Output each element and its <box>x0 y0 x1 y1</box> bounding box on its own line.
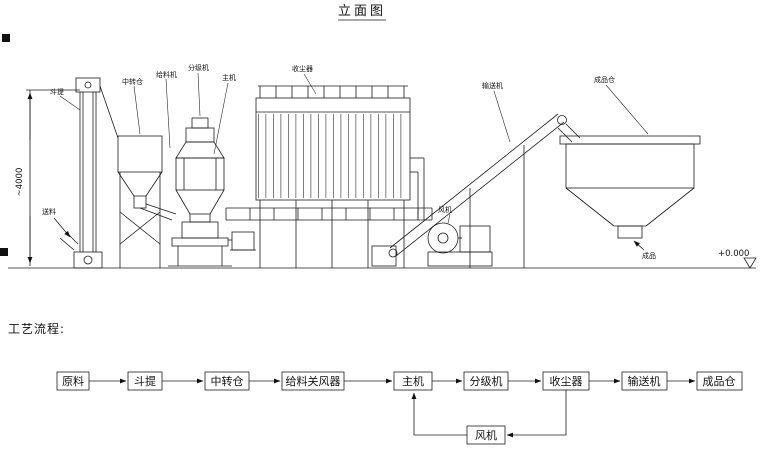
svg-text:成品仓: 成品仓 <box>703 374 736 388</box>
svg-text:斗提: 斗提 <box>134 375 156 388</box>
flow-box-bucket-elevator: 斗提 <box>127 371 163 391</box>
main-mill <box>168 117 256 267</box>
height-dim-label: ~4000 <box>15 168 25 197</box>
fan <box>427 222 493 267</box>
callout-fan: 风机 <box>438 205 452 214</box>
level-label: +0.000 <box>718 249 749 259</box>
flow-box-main-mill: 主机 <box>393 371 433 391</box>
drawing-title: 立面图 <box>338 4 386 19</box>
collector-to-fan-line <box>506 390 567 438</box>
bucket-elevator: 送料 <box>42 77 119 269</box>
callout-transfer-silo: 中转仓 <box>122 77 143 86</box>
callout-dust-collector: 收尘器 <box>292 64 313 73</box>
svg-text:风机: 风机 <box>475 428 497 442</box>
dust-collector <box>255 85 425 268</box>
callout-conveyor: 输送机 <box>482 81 503 90</box>
frame-marks <box>0 34 10 256</box>
svg-text:中转仓: 中转仓 <box>211 374 244 388</box>
process-flow: 工艺流程: 原料 斗提 中转仓 给料关风器 主机 分级机 <box>8 321 743 445</box>
title-block: 立面图 <box>338 4 386 21</box>
svg-text:输送机: 输送机 <box>628 374 661 388</box>
flow-box-dust-collector: 收尘器 <box>542 371 590 391</box>
flow-box-product-silo: 成品仓 <box>696 371 743 391</box>
callout-classifier: 分级机 <box>188 63 209 72</box>
svg-text:给料关风器: 给料关风器 <box>286 374 341 388</box>
height-dimension: ~4000 <box>15 89 80 266</box>
flow-box-conveyor: 输送机 <box>621 371 668 391</box>
screw-conveyor <box>225 207 433 221</box>
callout-product-silo: 成品仓 <box>594 75 615 84</box>
product-silo: 成品 <box>559 135 701 260</box>
level-marker: +0.000 <box>718 249 757 269</box>
callout-main-mill: 主机 <box>222 73 236 82</box>
process-flow-label: 工艺流程: <box>8 321 65 336</box>
svg-text:主机: 主机 <box>402 374 424 388</box>
flow-box-transfer-silo: 中转仓 <box>204 371 250 391</box>
callouts: 斗提 中转仓 给料机 分级机 主机 收尘器 风机 输送机 成品仓 <box>50 63 649 224</box>
svg-text:收尘器: 收尘器 <box>550 374 583 388</box>
callout-bucket-elevator: 斗提 <box>50 87 64 96</box>
svg-text:原料: 原料 <box>62 374 84 388</box>
flow-box-classifier: 分级机 <box>463 371 509 391</box>
svg-text:分级机: 分级机 <box>470 374 503 388</box>
flow-box-feeder-airlock: 给料关风器 <box>281 371 345 391</box>
flow-box-fan: 风机 <box>466 425 506 445</box>
flow-box-raw-material: 原料 <box>56 371 90 391</box>
elevation-view: +0.000 ~4000 送料 <box>8 63 757 269</box>
transfer-silo <box>117 135 177 268</box>
belt-conveyor <box>371 113 581 268</box>
fan-to-mill-line <box>411 392 467 436</box>
callout-feeder: 给料机 <box>156 70 177 79</box>
product-label: 成品 <box>642 251 656 260</box>
feed-label: 送料 <box>42 207 56 216</box>
